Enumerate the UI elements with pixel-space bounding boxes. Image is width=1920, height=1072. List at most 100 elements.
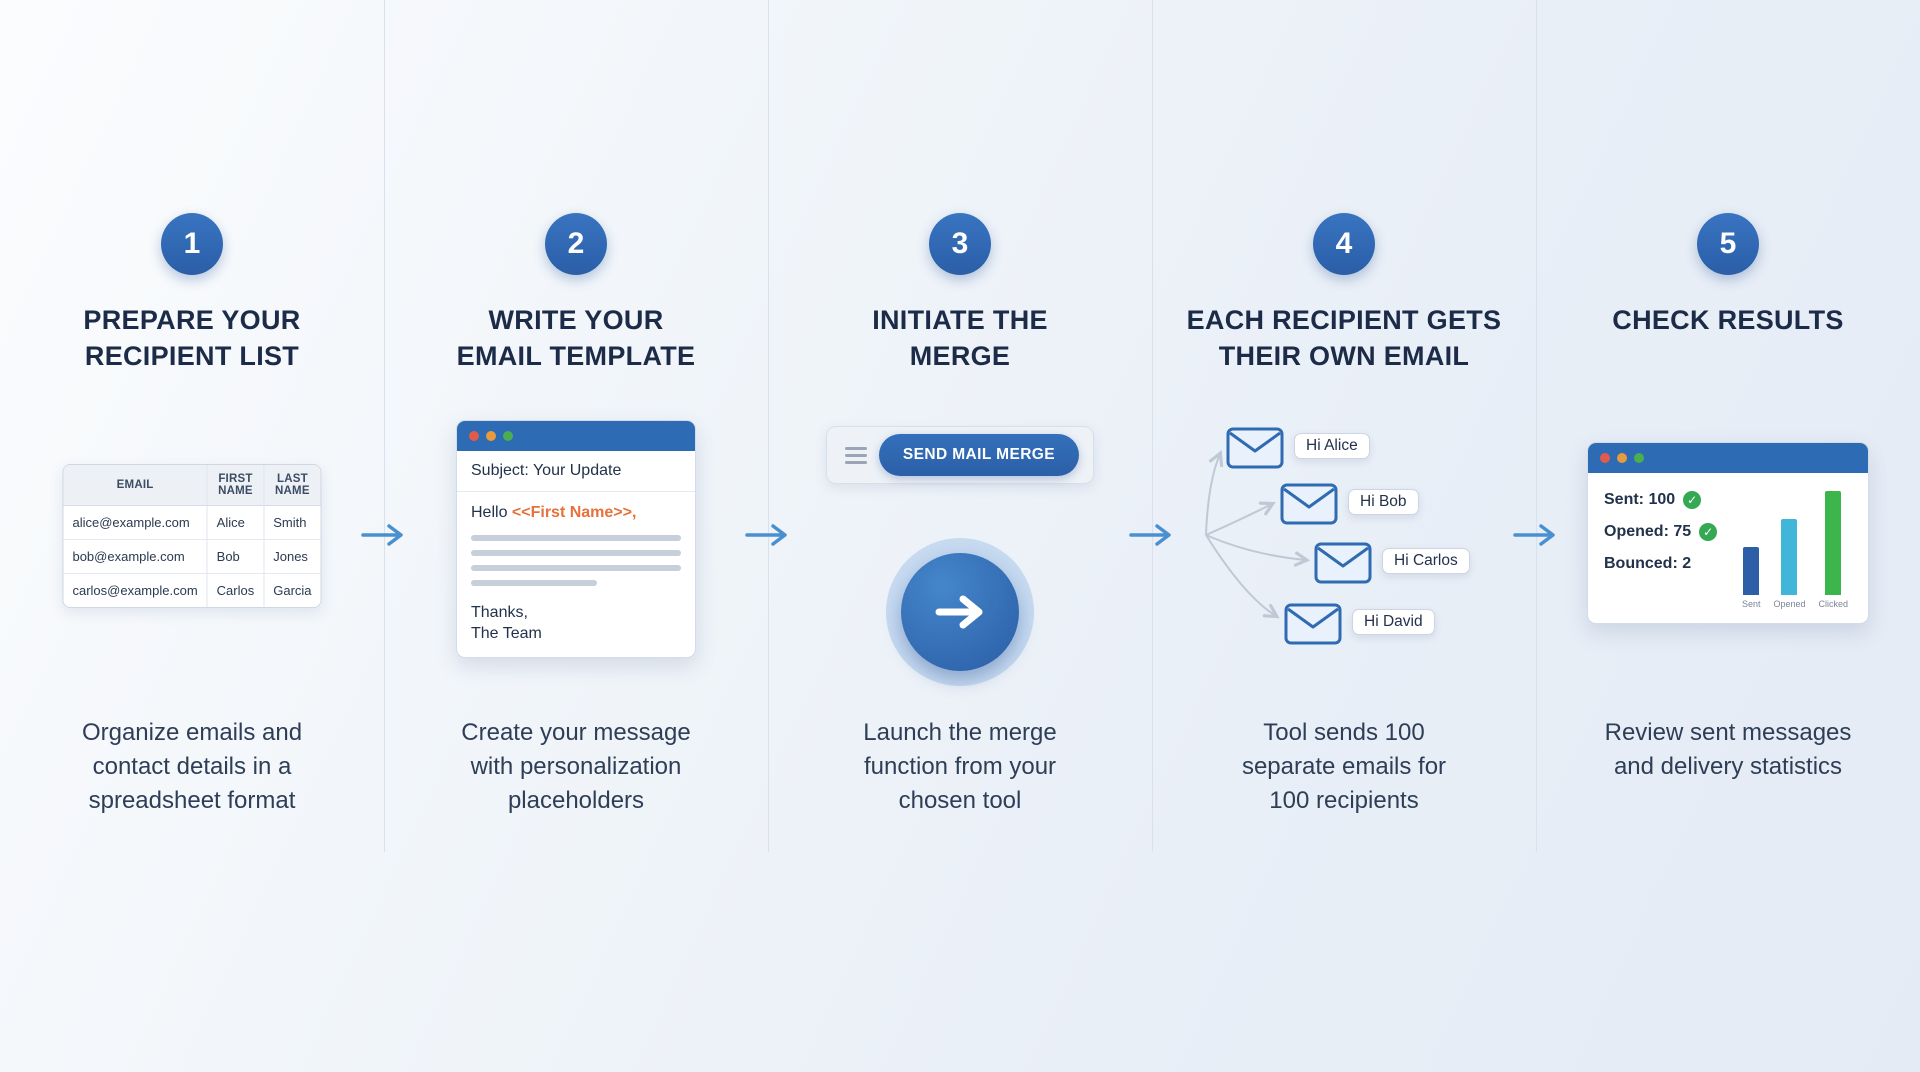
step-number-badge: 4: [1313, 213, 1375, 275]
step-title: EACH RECIPIENT GETS THEIR OWN EMAIL: [1186, 305, 1502, 371]
window-title-bar: [1588, 443, 1868, 473]
envelope-icon: [1314, 542, 1372, 584]
step-number: 4: [1335, 227, 1353, 260]
step-2-write-template: 2 WRITE YOUR EMAIL TEMPLATE Subject: You…: [384, 0, 768, 1072]
send-mail-merge-button[interactable]: SEND MAIL MERGE: [878, 434, 1079, 476]
recipient-label: Hi Bob: [1348, 489, 1419, 515]
delivery-stats: Sent: 100 ✓ Opened: 75 ✓ Bounced: 2: [1604, 491, 1736, 611]
step-4-individual-emails: 4 EACH RECIPIENT GETS THEIR OWN EMAIL: [1152, 0, 1536, 1072]
cell-first-name: Bob: [206, 540, 264, 574]
step-number: 2: [567, 227, 585, 260]
column-divider: [1536, 0, 1537, 852]
body-text-skeleton: [457, 531, 695, 592]
step-number: 5: [1719, 227, 1737, 260]
flow-arrow-icon: [1510, 521, 1562, 549]
results-body: Sent: 100 ✓ Opened: 75 ✓ Bounced: 2: [1588, 473, 1868, 623]
skeleton-line: [471, 550, 681, 556]
closing-lines: Thanks, The Team: [471, 604, 542, 642]
recipient-table: EMAIL FIRST NAME LAST NAME alice@example…: [62, 464, 322, 608]
step-3-initiate-merge: 3 INITIATE THE MERGE SEND MAIL MERGE: [768, 0, 1152, 1072]
skeleton-line: [471, 565, 681, 571]
table-header-first-name: FIRST NAME: [206, 465, 264, 506]
flow-arrow-icon: [742, 521, 794, 549]
window-dot-orange-icon: [486, 431, 496, 441]
step-graphic: SEND MAIL MERGE: [768, 420, 1152, 686]
column-divider: [768, 0, 769, 852]
arrow-right-icon: [935, 595, 983, 629]
cell-first-name: Carlos: [206, 574, 264, 607]
email-template-window: Subject: Your Update Hello <<First Name>…: [456, 420, 696, 658]
cell-email: carlos@example.com: [63, 574, 207, 607]
bar-opened: [1781, 519, 1798, 595]
results-window: Sent: 100 ✓ Opened: 75 ✓ Bounced: 2: [1587, 442, 1869, 624]
greeting-prefix: Hello: [471, 504, 512, 521]
step-caption: Create your message with personalization…: [461, 719, 691, 814]
bar-clicked: [1825, 491, 1842, 595]
step-graphic: EMAIL FIRST NAME LAST NAME alice@example…: [0, 420, 384, 682]
cell-email: bob@example.com: [63, 540, 207, 574]
bar-column-sent: Sent: [1741, 547, 1761, 609]
window-title-bar: [457, 421, 695, 451]
skeleton-line: [471, 535, 681, 541]
subject-line: Subject: Your Update: [457, 451, 695, 492]
table-header-last-name: LAST NAME: [263, 465, 321, 506]
step-title: PREPARE YOUR RECIPIENT LIST: [83, 305, 301, 371]
flow-arrow-icon: [1126, 521, 1178, 549]
stat-sent: Sent: 100 ✓: [1604, 491, 1736, 509]
skeleton-line: [471, 580, 597, 586]
step-caption: Launch the merge function from your chos…: [863, 719, 1057, 814]
step-number: 1: [183, 227, 201, 260]
window-dot-red-icon: [1600, 453, 1610, 463]
stat-bounced: Bounced: 2: [1604, 555, 1692, 572]
recipient-label: Hi David: [1352, 609, 1435, 635]
column-divider: [384, 0, 385, 852]
envelope-icon: [1280, 483, 1338, 525]
step-number-badge: 2: [545, 213, 607, 275]
step-number-badge: 1: [161, 213, 223, 275]
recipient-label: Hi Carlos: [1382, 548, 1470, 574]
step-number: 3: [951, 227, 969, 260]
merge-circle: [901, 553, 1019, 671]
window-dot-orange-icon: [1617, 453, 1627, 463]
bar-label: Clicked: [1818, 599, 1848, 609]
window-dot-green-icon: [1634, 453, 1644, 463]
table-header-row: EMAIL FIRST NAME LAST NAME: [63, 465, 321, 506]
cell-last-name: Smith: [263, 506, 321, 540]
envelope-icon: [1284, 603, 1342, 645]
table-row: carlos@example.com Carlos Garcia: [63, 574, 321, 607]
merge-field-placeholder: <<First Name>>,: [511, 504, 637, 521]
fanout-arrows: [1205, 450, 1311, 619]
flow-arrow-icon: [358, 521, 410, 549]
bar-label: Sent: [1741, 599, 1761, 609]
table-header-email: EMAIL: [63, 465, 207, 506]
window-dot-red-icon: [469, 431, 479, 441]
bar-label: Opened: [1773, 599, 1806, 609]
step-title: CHECK RESULTS: [1612, 305, 1844, 335]
envelope-icon: [1226, 427, 1284, 469]
window-dot-green-icon: [503, 431, 513, 441]
step-caption: Organize emails and contact details in a…: [81, 719, 303, 814]
column-divider: [1152, 0, 1153, 852]
step-graphic: Subject: Your Update Hello <<First Name>…: [384, 420, 768, 682]
bar-sent: [1743, 547, 1760, 595]
greeting-line: Hello <<First Name>>,: [457, 492, 695, 531]
step-1-prepare-list: 1 PREPARE YOUR RECIPIENT LIST EMAIL FIRS…: [0, 0, 384, 1072]
step-number-badge: 5: [1697, 213, 1759, 275]
bar-column-clicked: Clicked: [1818, 491, 1848, 609]
table-row: bob@example.com Bob Jones: [63, 540, 321, 574]
recipient-label: Hi Alice: [1294, 433, 1370, 459]
step-graphic: Sent: 100 ✓ Opened: 75 ✓ Bounced: 2: [1536, 420, 1920, 682]
step-number-badge: 3: [929, 213, 991, 275]
stat-opened: Opened: 75 ✓: [1604, 523, 1736, 541]
cell-last-name: Garcia: [263, 574, 321, 607]
results-bar-chart: Sent Opened Clicked: [1742, 491, 1854, 611]
merge-arrow-button[interactable]: [886, 538, 1034, 686]
step-graphic: Hi Alice Hi Bob Hi Carlos Hi David: [1152, 420, 1536, 682]
cell-last-name: Jones: [263, 540, 321, 574]
step-title: WRITE YOUR EMAIL TEMPLATE: [456, 305, 696, 371]
check-icon: ✓: [1683, 491, 1702, 509]
cell-first-name: Alice: [206, 506, 264, 540]
bar-column-opened: Opened: [1773, 519, 1805, 609]
step-caption: Review sent messages and delivery statis…: [1604, 719, 1852, 780]
